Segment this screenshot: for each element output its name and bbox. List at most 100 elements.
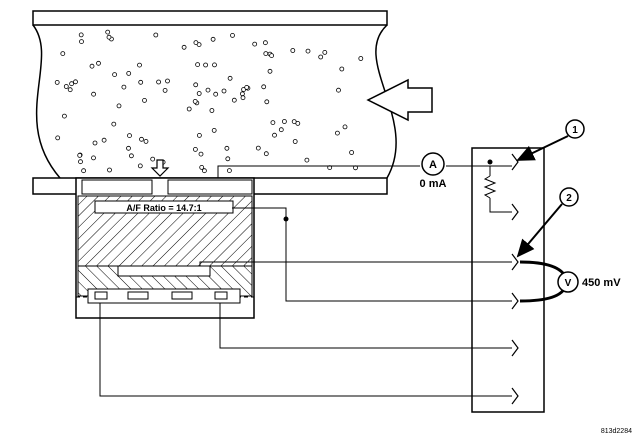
callout-2 [559, 187, 579, 207]
particle [116, 103, 122, 109]
callout-1-leader [516, 135, 569, 161]
particle [230, 33, 235, 38]
voltmeter-symbol: V [565, 278, 572, 289]
particle [269, 53, 275, 58]
exhaust-particles [54, 29, 364, 174]
particle [62, 113, 67, 119]
particle [305, 48, 311, 54]
callout-1-label: 1 [572, 125, 578, 136]
oxygen-sensor: A/F Ratio = 14.7:1 [75, 177, 255, 319]
particle [290, 48, 296, 53]
particle [153, 32, 159, 38]
particle [79, 39, 84, 44]
particle [193, 82, 199, 88]
particle [137, 62, 142, 68]
particle [55, 135, 61, 141]
control-module [471, 147, 545, 413]
particle [292, 139, 298, 144]
voltmeter-icon [557, 271, 579, 293]
particle [291, 119, 297, 124]
particle [211, 127, 217, 133]
particle [91, 155, 96, 161]
particle [270, 120, 276, 125]
particle [263, 151, 269, 157]
particle [255, 145, 261, 151]
junction-dot [487, 159, 493, 165]
particle [126, 71, 132, 76]
particle [239, 91, 245, 97]
af-ratio-label: A/F Ratio = 14.7:1 [126, 203, 201, 213]
callout-2-leader [516, 203, 563, 258]
particle [81, 168, 86, 174]
particle [199, 164, 205, 170]
particle [142, 98, 147, 103]
particle [89, 63, 95, 69]
particle [262, 40, 268, 46]
particle [77, 152, 83, 158]
particle [192, 99, 198, 104]
particle [181, 44, 187, 50]
particle [201, 168, 207, 174]
particle [78, 159, 83, 165]
particle [162, 88, 168, 93]
particle [73, 79, 78, 85]
particle [128, 153, 134, 159]
particle [263, 51, 269, 56]
particle [342, 124, 348, 130]
particle [126, 145, 131, 151]
particle [349, 150, 355, 155]
particle [96, 60, 101, 66]
particle [78, 32, 84, 38]
particle [196, 132, 202, 138]
particle [127, 133, 132, 139]
ammeter-icon [421, 152, 445, 176]
particle [63, 84, 69, 89]
particle [92, 140, 98, 146]
particle [339, 66, 345, 72]
particle [112, 72, 117, 77]
connector-pins [511, 153, 519, 405]
junction-dot [283, 216, 289, 222]
particle [121, 84, 127, 90]
figure-id: 813d2284 [601, 428, 632, 435]
inlet-arrow [150, 159, 170, 177]
particle [278, 127, 284, 133]
particle [210, 36, 216, 42]
voltage-reading: 450 mV [582, 277, 621, 289]
particle [198, 151, 204, 157]
particle [231, 97, 237, 103]
particle [295, 121, 301, 126]
particle [225, 156, 231, 162]
particle [186, 106, 192, 112]
particle [156, 79, 162, 85]
particle [138, 79, 144, 85]
particle [54, 80, 60, 85]
particle [334, 130, 340, 136]
particle [91, 91, 96, 97]
exhaust-pipe [32, 10, 397, 195]
particle [106, 34, 112, 40]
particle [336, 87, 341, 93]
particle [205, 87, 211, 93]
particle [67, 87, 73, 93]
particle [193, 40, 199, 45]
particle [101, 137, 107, 143]
particle [195, 62, 201, 67]
particle [60, 51, 66, 56]
particle [143, 138, 149, 144]
particle [267, 68, 273, 74]
particle [224, 145, 230, 151]
particle [105, 29, 111, 35]
particle [107, 167, 112, 173]
particle [304, 157, 310, 163]
particle [272, 132, 277, 138]
particle [221, 88, 227, 94]
callout-1 [565, 119, 585, 139]
particle [139, 136, 144, 142]
particle [209, 108, 215, 113]
particle [212, 62, 217, 68]
particle [281, 119, 287, 124]
ammeter-symbol: A [429, 159, 437, 171]
particle [264, 99, 270, 105]
